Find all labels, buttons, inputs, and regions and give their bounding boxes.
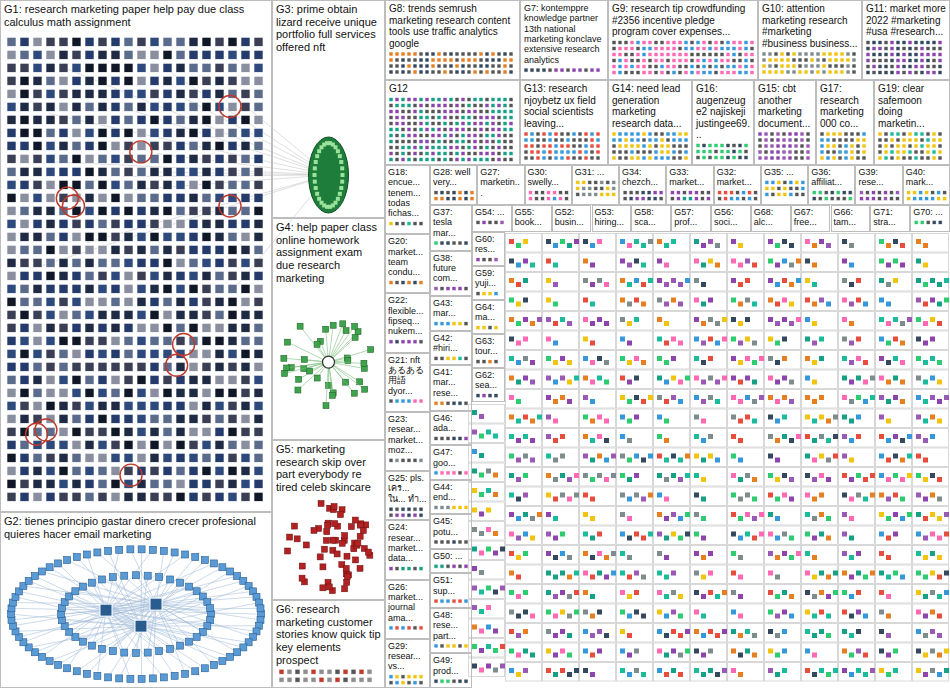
network-canvas: G1: research marketing paper help pay du… bbox=[0, 0, 950, 688]
